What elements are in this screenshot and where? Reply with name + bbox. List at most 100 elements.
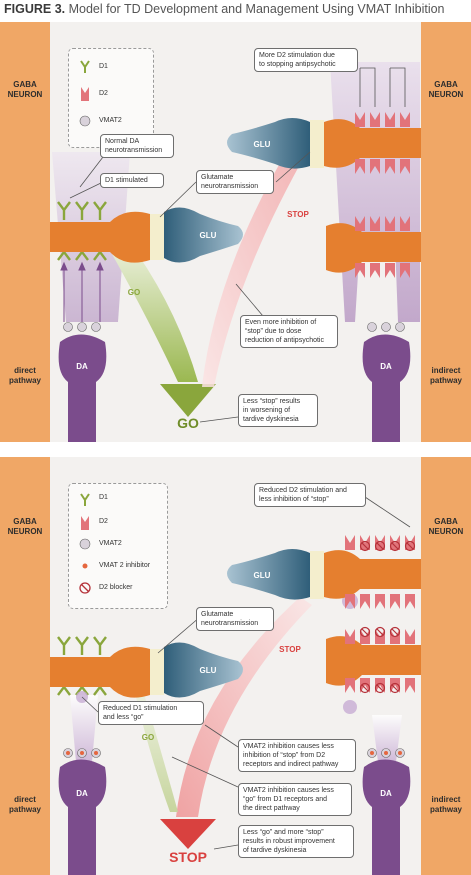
vmat2-vesicle	[63, 322, 73, 332]
glu-terminal-right	[227, 549, 310, 600]
glu-label-right: GLU	[253, 571, 271, 580]
vmat2-inhibitor	[66, 751, 70, 755]
synapse-right	[310, 120, 324, 168]
d2-icon	[81, 87, 89, 101]
vmat2-inhibitor	[384, 751, 388, 755]
gaba-terminal-left	[50, 646, 150, 698]
vmat2-vesicle	[367, 322, 377, 332]
da-label-left: DA	[76, 789, 88, 798]
legend-d2: D2	[99, 518, 108, 525]
gaba-neuron-right	[421, 22, 471, 442]
da-release-haze-right	[372, 715, 402, 762]
glu-terminal-left	[164, 207, 243, 263]
gaba-terminal-right-upper	[324, 119, 421, 168]
bottom-panel-drawing	[0, 457, 471, 875]
da-release-haze-left	[70, 695, 98, 762]
gaba-neuron-right	[421, 457, 471, 875]
stop-small-label: STOP	[287, 210, 309, 219]
legend-icons	[79, 493, 91, 594]
vmat2-vesicle	[91, 322, 101, 332]
da-neuron-right	[362, 334, 411, 442]
vmat2-icon	[79, 115, 91, 127]
da-label-right: DA	[380, 362, 392, 371]
legend-d2: D2	[99, 90, 108, 97]
synapse-right	[310, 551, 324, 599]
gaba-terminal-right-upper	[324, 550, 421, 599]
go-small-label: GO	[127, 288, 141, 297]
legend-icons	[79, 60, 91, 127]
callout-vmat2-go: VMAT2 inhibition causes less“go” from D1…	[238, 783, 352, 816]
vmat2-inhibitor-icon	[82, 563, 88, 569]
top-panel-drawing	[0, 22, 471, 442]
callout-even-more-inhibition: Even more inhibition of“stop” due to dos…	[240, 315, 338, 348]
legend-d1: D1	[99, 494, 108, 501]
da-arrows	[60, 261, 104, 322]
callout-lines	[81, 496, 411, 850]
legend-top: D1 D2 VMAT2	[68, 48, 154, 148]
da-label-right: DA	[380, 789, 392, 798]
da-neuron-right	[362, 759, 411, 875]
stop-arrowhead	[160, 819, 216, 849]
gaba-neuron-left	[0, 22, 50, 442]
figure-title: FIGURE 3. Model for TD Development and M…	[4, 2, 445, 16]
d2-blocker-icon	[79, 582, 91, 594]
da-label-left: DA	[76, 362, 88, 371]
glu-label-left: GLU	[199, 666, 217, 675]
legend-d2-blocker: D2 blocker	[99, 584, 133, 591]
synapse-left	[150, 649, 164, 695]
gaba-terminal-left	[50, 211, 150, 263]
d2-receptors	[355, 112, 410, 278]
stop-small-label: STOP	[279, 645, 301, 654]
da-neuron-left	[58, 759, 107, 875]
vmat2-vesicle	[381, 322, 391, 332]
callout-less-go-more-stop: Less “go” and more “stop”results in robu…	[238, 825, 354, 858]
go-small-label: GO	[141, 733, 155, 742]
vmat2-vesicle	[395, 322, 405, 332]
glu-label-left: GLU	[199, 231, 217, 240]
d1-icon	[80, 493, 90, 506]
go-arrow	[112, 250, 198, 382]
stop-arrow	[202, 142, 308, 387]
legend-vmat2: VMAT2	[99, 117, 122, 124]
legend-vmat2: VMAT2	[99, 540, 122, 547]
vmat2-inhibitor	[398, 751, 402, 755]
go-big-label: GO	[177, 415, 199, 431]
go-arrowhead	[160, 384, 216, 417]
vmat2-inhibitor	[94, 751, 98, 755]
gaba-terminal-right-lower	[326, 223, 421, 273]
gaba-terminal-right-lower	[326, 636, 421, 686]
d2-receptors	[345, 535, 415, 693]
legend-d1: D1	[99, 63, 108, 70]
synapse-left	[150, 214, 164, 260]
glu-terminal-right	[227, 118, 310, 169]
vmat2-icon	[79, 538, 91, 550]
glu-label-right: GLU	[253, 140, 271, 149]
legend-bottom: D1 D2 VMAT2 VMAT 2 inhibitor D2 blocker	[68, 483, 168, 609]
da-neuron-left	[58, 334, 107, 442]
vmat2-inhibitor	[80, 751, 84, 755]
stop-arrow	[176, 597, 312, 817]
legend-vmat2-inhibitor: VMAT 2 inhibitor	[99, 562, 151, 569]
d2-icon	[81, 516, 89, 530]
callout-d1-stimulated: D1 stimulated	[100, 173, 164, 188]
gaba-neuron-left	[0, 457, 50, 875]
d1-icon	[80, 60, 90, 73]
glu-terminal-left	[164, 642, 243, 698]
